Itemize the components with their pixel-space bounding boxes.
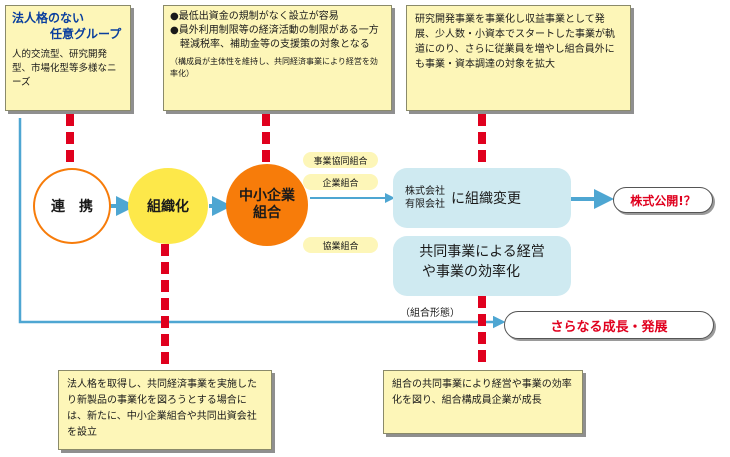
company-type-kabushiki: 株式会社 [405, 186, 445, 197]
box-cooperative-features: ●最低出資金の規制がなく設立が容易 ●員外利用制限等の経済活動の制限がある一方軽… [163, 5, 392, 111]
box-informal-group-body: 人的交流型、研究開発型、市場化型等多様なニーズ [12, 49, 117, 88]
node-chusho-kumiai: 中小企業 組合 [226, 164, 308, 246]
pill-kigyo: 企業組合 [303, 174, 378, 190]
box-business-expansion: 研究開発事業を事業化し収益事業として発展、少人数・小資本でスタートした事業が軌道… [406, 5, 631, 111]
feature-line-2: ●員外利用制限等の経済活動の制限がある一方軽減税率、補助金等の支援策の対象となる [170, 25, 379, 50]
node-renkei: 連 携 [33, 168, 111, 244]
node-chusho-label-1: 中小企業 [239, 188, 295, 204]
dash-mid-top [262, 114, 270, 162]
node-chusho-label-2: 組合 [253, 205, 281, 221]
node-soshikika-label: 組織化 [147, 199, 189, 215]
pill-kigyo-label: 企業組合 [322, 178, 359, 189]
feature-note: （構成員が主体性を維持し、共同経済事業により経営を効率化） [170, 57, 378, 78]
joint-business-line-1: 共同事業による経営 [419, 244, 545, 260]
box-member-growth: 組合の共同事業により経営や事業の効率化を図り、組合構成員企業が成長 [383, 370, 583, 434]
box-incorporation: 法人格を取得し、共同経済事業を実施したり新製品の事業化を図ろうとする場合には、新… [58, 370, 272, 450]
box-company-conversion: 株式会社 有限会社 に組織変更 [393, 168, 571, 228]
arrow-group-to-seicho [18, 118, 506, 329]
box-ipo-label: 株式公開!？ [630, 193, 696, 208]
feature-line-1: ●最低出資金の規制がなく設立が容易 [170, 11, 339, 22]
dash-left-top [66, 114, 74, 166]
box-member-growth-text: 組合の共同事業により経営や事業の効率化を図り、組合構成員企業が成長 [392, 379, 572, 406]
pill-jigyo-kyodo: 事業協同組合 [303, 152, 378, 168]
box-further-growth: さらなる成長・発展 [504, 311, 714, 339]
box-further-growth-label: さらなる成長・発展 [550, 319, 668, 335]
dash-right-bottom [478, 296, 486, 368]
pill-jigyo-kyodo-label: 事業協同組合 [313, 156, 368, 167]
node-soshikika: 組織化 [128, 168, 208, 244]
joint-business-line-2: や事業の効率化 [422, 264, 520, 280]
company-conversion-label: に組織変更 [451, 191, 521, 207]
box-joint-business: 共同事業による経営 や事業の効率化 [393, 236, 571, 296]
box-informal-group-title-1: 法人格のない [12, 11, 85, 25]
box-business-expansion-text: 研究開発事業を事業化し収益事業として発展、少人数・小資本でスタートした事業が軌道… [415, 14, 615, 70]
pill-kyogyo: 協業組合 [303, 237, 378, 253]
label-kumiai-keitai: （組合形態） [400, 308, 460, 319]
dash-right-top [478, 114, 486, 166]
pill-kyogyo-label: 協業組合 [322, 241, 359, 252]
node-renkei-label: 連 携 [51, 199, 93, 215]
company-type-yugen: 有限会社 [405, 199, 445, 210]
box-incorporation-text: 法人格を取得し、共同経済事業を実施したり新製品の事業化を図ろうとする場合には、新… [67, 379, 257, 438]
box-informal-group-title-2: 任意グループ [50, 27, 122, 41]
dash-soshikika-bottom [161, 244, 169, 366]
box-informal-group: 法人格のない 任意グループ 人的交流型、研究開発型、市場化型等多様なニーズ [5, 5, 131, 111]
company-types: 株式会社 有限会社 [405, 185, 445, 211]
box-ipo: 株式公開!？ [613, 187, 713, 213]
